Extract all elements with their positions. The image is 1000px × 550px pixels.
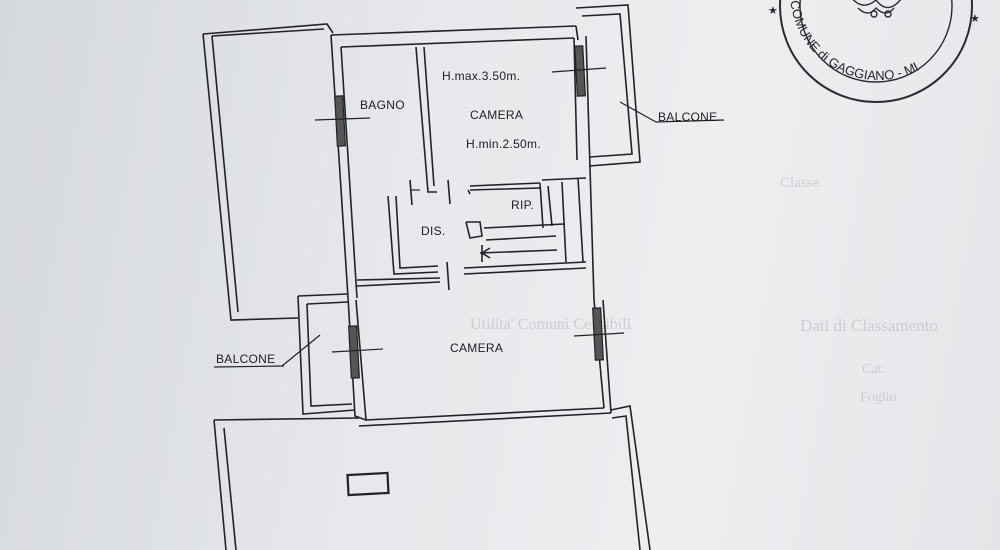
leader-balcone-left-underline: [213, 365, 285, 368]
label-rip: RIP.: [511, 198, 534, 212]
label-h-max: H.max.3.50m.: [442, 69, 521, 83]
left-terrace: [202, 23, 334, 321]
partition-bagno-camera: [415, 46, 437, 193]
label-camera-bottom: CAMERA: [450, 341, 504, 355]
leader-balcone-right: [619, 101, 657, 123]
label-bagno: BAGNO: [360, 98, 405, 112]
left-small-balcony: [297, 293, 356, 415]
bottom-terrace: [213, 405, 651, 550]
leader-balcone-right-underline: [655, 119, 725, 123]
outer-walls: [330, 25, 595, 301]
skylight: [346, 471, 390, 497]
svg-text:★: ★: [970, 13, 980, 25]
window-camera-bottom-left: [331, 325, 384, 379]
stamp-emblem: [852, 0, 902, 18]
label-balcone-right: BALCONE: [658, 110, 718, 124]
leader-balcone-left: [281, 334, 321, 367]
ghost-text-2: Dati di Classamento: [800, 316, 938, 335]
right-balcony: [575, 4, 641, 167]
window-camera-bottom-right: [573, 307, 625, 361]
window-camera-top: [551, 45, 607, 97]
label-h-min: H.min.2.50m.: [466, 137, 541, 151]
window-bagno: [314, 95, 371, 147]
ghost-text-3: Foglio: [860, 390, 897, 405]
ghost-text-1: Utilita' Comuni Censibili: [470, 316, 632, 333]
municipal-stamp: COMUNE di GAGGIANO - MI ★ ★: [768, 0, 980, 103]
ghost-text-4: Cat.: [862, 362, 885, 377]
label-camera-top: CAMERA: [470, 108, 524, 122]
label-dis: DIS.: [421, 224, 446, 238]
corridor-walls: [387, 179, 587, 291]
storage-ripostiglio: [539, 177, 587, 263]
label-balcone-left: BALCONE: [216, 352, 276, 366]
ghost-text-5: Classe: [780, 175, 820, 191]
svg-text:★: ★: [768, 5, 778, 17]
lower-room-walls: [347, 277, 612, 427]
stamp-text: COMUNE di GAGGIANO - MI: [787, 0, 920, 83]
stair-arrow: [479, 245, 558, 262]
